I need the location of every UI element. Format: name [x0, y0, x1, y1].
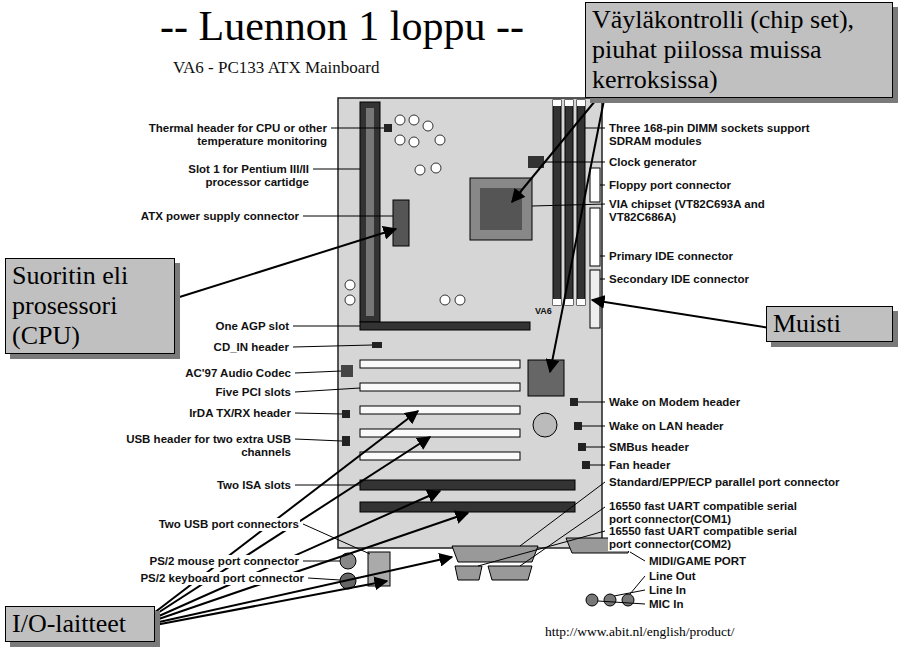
cd-in-header	[372, 342, 382, 348]
part-label: Two USB port connectors	[158, 518, 300, 531]
part-label: VIA chipset (VT82C693A and VT82C686A)	[608, 198, 786, 224]
small-headers	[570, 398, 590, 469]
part-label: Floppy port connector	[608, 179, 732, 192]
callout-box: Muisti	[766, 306, 893, 342]
part-label: Line In	[648, 584, 687, 597]
irda-header	[342, 410, 350, 418]
part-label: Wake on Modem header	[608, 396, 741, 409]
battery	[533, 413, 557, 437]
south-bridge	[528, 360, 564, 396]
agp-slot	[360, 322, 530, 330]
north-bridge-die	[480, 188, 522, 230]
board-outline	[338, 98, 602, 548]
callout-text: Suoritin eli prosessori (CPU)	[12, 261, 168, 351]
callout-box: Väyläkontrolli (chip set), piuhat piilos…	[585, 2, 893, 98]
secondary-ide	[590, 270, 600, 328]
cpu-slot	[360, 102, 380, 322]
thermal-header	[384, 124, 392, 132]
part-label: PS/2 keyboard port connector	[139, 572, 305, 585]
callout-box: Suoritin eli prosessori (CPU)	[5, 258, 175, 354]
slide-title: -- Luennon 1 loppu --	[160, 2, 524, 50]
callout-text: Väyläkontrolli (chip set), piuhat piilos…	[592, 5, 886, 95]
serial-port	[455, 566, 482, 580]
part-label: Clock generator	[608, 156, 698, 169]
part-label: IrDA TX/RX header	[188, 407, 292, 420]
isa-slot	[360, 480, 575, 490]
part-label: Five PCI slots	[215, 386, 292, 399]
part-label: 16550 fast UART compatible serial port c…	[608, 525, 813, 551]
callout-text: Muisti	[773, 309, 886, 339]
north-bridge	[470, 178, 532, 240]
part-label: Primary IDE connector	[608, 250, 734, 263]
capacitors	[345, 115, 465, 305]
part-label: SMBus header	[608, 441, 690, 454]
part-label: One AGP slot	[215, 320, 291, 333]
part-label: AC'97 Audio Codec	[184, 367, 292, 380]
pci-slots	[360, 360, 520, 460]
part-label: PS/2 mouse port connector	[148, 555, 300, 568]
cpu-slot-inner	[366, 108, 374, 316]
floppy-connector	[590, 168, 600, 202]
part-label: Line Out	[648, 570, 697, 583]
part-label: Fan header	[608, 459, 671, 472]
callout-box: I/O-laitteet	[5, 606, 155, 642]
part-label: Slot 1 for Pentium III/II processor cart…	[132, 163, 310, 189]
primary-ide	[590, 208, 600, 266]
part-label: Two ISA slots	[216, 479, 292, 492]
part-label: Standard/EPP/ECP parallel port connector	[608, 476, 840, 489]
part-label: Thermal header for CPU or other temperat…	[96, 122, 328, 148]
source-url: http://www.abit.nl/english/product/	[545, 624, 735, 640]
part-label: USB header for two extra USB channels	[114, 433, 292, 459]
atx-power-connector	[393, 200, 409, 246]
part-label: Wake on LAN header	[608, 420, 725, 433]
part-label: 16550 fast UART compatible serial port c…	[608, 500, 813, 526]
serial-port	[488, 566, 532, 580]
usb-header	[342, 436, 350, 446]
audio-jack	[622, 594, 634, 606]
part-label: Secondary IDE connector	[608, 273, 750, 286]
part-label: ATX power supply connector	[140, 210, 300, 223]
part-label: CD_IN header	[213, 341, 290, 354]
part-label: MIDI/GAME PORT	[648, 555, 747, 568]
audio-codec	[341, 365, 353, 377]
part-label: MIC In	[648, 598, 685, 611]
isa-slot	[360, 502, 575, 512]
part-label: Three 168-pin DIMM sockets support SDRAM…	[608, 122, 813, 148]
board-marking: VA6	[534, 306, 553, 316]
callout-text: I/O-laitteet	[12, 609, 148, 639]
audio-jack	[586, 594, 598, 606]
board-title: VA6 - PC133 ATX Mainboard	[172, 58, 381, 78]
parallel-port	[452, 546, 538, 562]
